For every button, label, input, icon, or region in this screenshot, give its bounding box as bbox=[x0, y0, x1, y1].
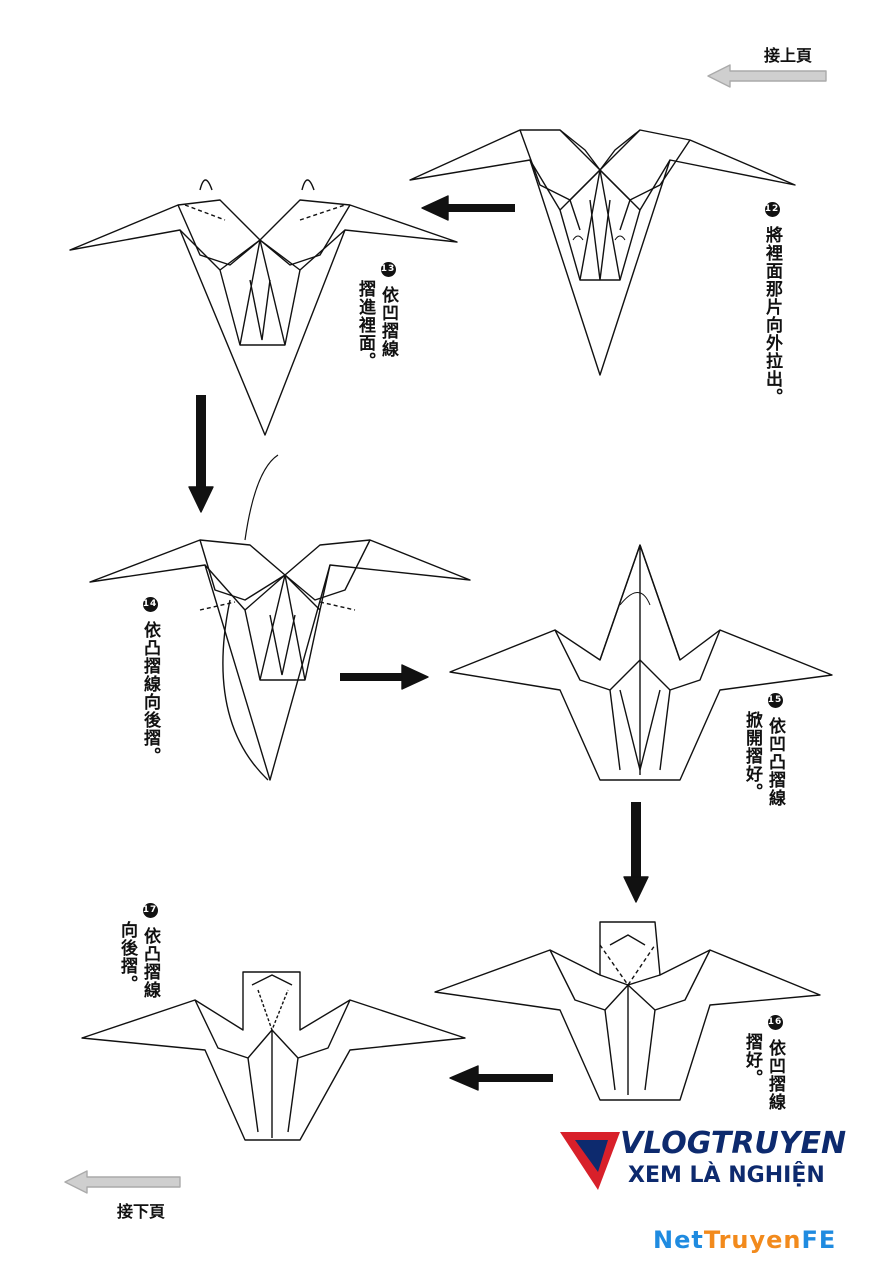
step-16-text-line2: 摺好。 bbox=[742, 1033, 762, 1087]
step-16-text-line1: 依凹摺線 bbox=[765, 1038, 785, 1111]
flow-arrow-14-to-15 bbox=[340, 664, 429, 690]
step-14-instruction: 14 依凸摺線向後摺。 bbox=[140, 597, 160, 765]
step-15-text-line1: 依凹凸摺線 bbox=[765, 716, 785, 807]
flow-arrow-15-to-16 bbox=[623, 802, 649, 903]
step-13-instruction-col2: 摺進裡面。 bbox=[355, 280, 375, 370]
origami-figure-step-12 bbox=[409, 129, 796, 376]
step-12-number: 12 bbox=[764, 202, 780, 217]
next-page-arrow[interactable] bbox=[64, 1170, 181, 1194]
step-16-instruction-col1: 16 依凹摺線 bbox=[765, 1015, 785, 1111]
origami-figure-step-16 bbox=[434, 921, 821, 1101]
step-16-instruction-col2: 摺好。 bbox=[742, 1033, 762, 1087]
step-15-instruction-col2: 掀開摺好。 bbox=[742, 711, 762, 801]
vlogtruyen-watermark-title: VLOGTRUYEN bbox=[620, 1126, 847, 1161]
step-17-instruction-col1: 17 依凸摺線 bbox=[140, 903, 160, 999]
nettruyen-watermark-part1: Net bbox=[653, 1226, 704, 1254]
step-13-instruction-col1: 13 依凹摺線 bbox=[378, 262, 398, 358]
flow-arrow-13-to-14 bbox=[188, 395, 214, 513]
origami-figure-step-14 bbox=[89, 454, 471, 781]
origami-figure-step-13 bbox=[69, 179, 458, 436]
origami-figure-step-15 bbox=[449, 544, 833, 781]
step-15-instruction-col1: 15 依凹凸摺線 bbox=[765, 693, 785, 807]
nettruyen-watermark: NetTruyenFE bbox=[653, 1226, 836, 1254]
flow-arrow-12-to-13 bbox=[421, 195, 515, 221]
vlogtruyen-logo-icon bbox=[560, 1132, 620, 1190]
flow-arrow-16-to-17 bbox=[449, 1065, 553, 1091]
step-13-text-line2: 摺進裡面。 bbox=[355, 280, 375, 370]
step-13-text-line1: 依凹摺線 bbox=[378, 285, 398, 358]
step-13-number: 13 bbox=[380, 262, 396, 277]
prev-page-arrow[interactable] bbox=[707, 64, 827, 88]
vlogtruyen-watermark-subtitle: XEM LÀ NGHIỆN bbox=[628, 1163, 825, 1188]
step-17-number: 17 bbox=[142, 903, 158, 918]
nettruyen-watermark-part2: Truyen bbox=[703, 1226, 802, 1254]
step-17-text-line1: 依凸摺線 bbox=[140, 926, 160, 999]
step-14-text: 依凸摺線向後摺。 bbox=[140, 620, 160, 765]
step-14-number: 14 bbox=[142, 597, 158, 612]
step-12-instruction: 12 將裡面那片向外拉出。 bbox=[762, 202, 782, 406]
next-page-label[interactable]: 接下頁 bbox=[117, 1202, 166, 1221]
step-17-instruction-col2: 向後摺。 bbox=[117, 921, 137, 993]
step-15-text-line2: 掀開摺好。 bbox=[742, 711, 762, 801]
step-17-text-line2: 向後摺。 bbox=[117, 921, 137, 993]
origami-figure-step-17 bbox=[81, 971, 466, 1141]
step-16-number: 16 bbox=[767, 1015, 783, 1030]
step-12-text: 將裡面那片向外拉出。 bbox=[762, 225, 782, 406]
nettruyen-watermark-part3: FE bbox=[801, 1226, 837, 1254]
prev-page-label[interactable]: 接上頁 bbox=[764, 46, 813, 65]
step-15-number: 15 bbox=[767, 693, 783, 708]
